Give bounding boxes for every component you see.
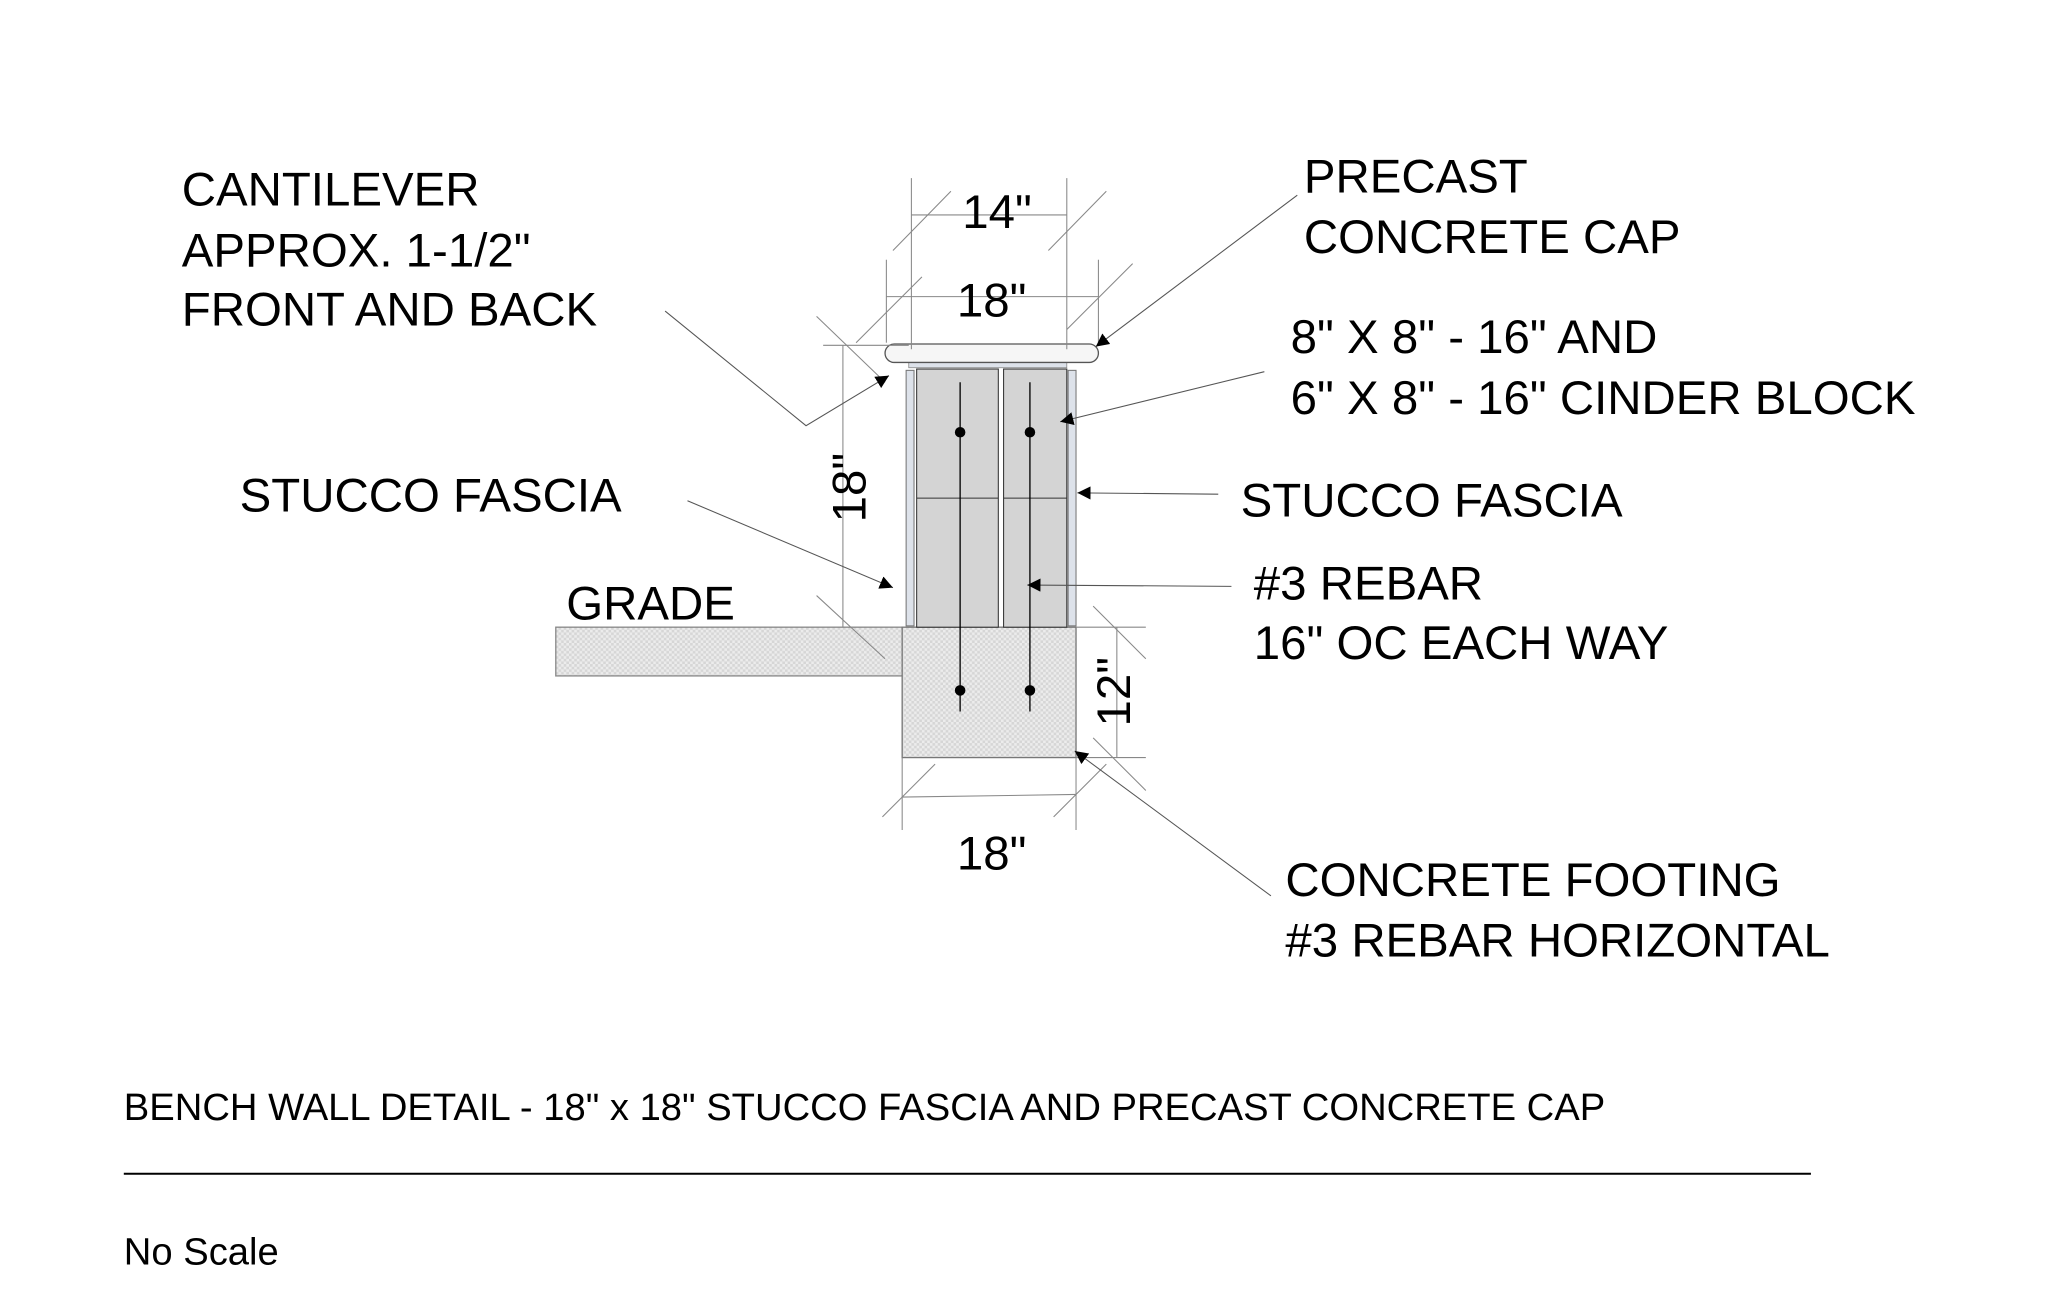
svg-text:CANTILEVER: CANTILEVER xyxy=(182,164,480,217)
rebar-dots xyxy=(954,426,1036,696)
cinder-blocks xyxy=(916,368,1068,628)
scale-note: No Scale xyxy=(124,1231,279,1274)
svg-text:8" X 8" - 16" AND: 8" X 8" - 16" AND xyxy=(1291,311,1658,364)
svg-text:6" X 8" - 16" CINDER BLOCK: 6" X 8" - 16" CINDER BLOCK xyxy=(1291,372,1916,425)
svg-text:16" OC EACH WAY: 16" OC EACH WAY xyxy=(1254,617,1669,670)
leader-lines xyxy=(664,194,1298,897)
label-precast-cap: PRECAST CONCRETE CAP xyxy=(1304,151,1681,265)
dim-wall-height: 18" xyxy=(823,453,876,523)
svg-text:#3 REBAR: #3 REBAR xyxy=(1254,558,1483,611)
stucco-fascia-right xyxy=(1067,369,1077,627)
precast-cap xyxy=(884,343,1100,364)
drawing-title: BENCH WALL DETAIL - 18" x 18" STUCCO FAS… xyxy=(124,1086,1605,1129)
label-footing: CONCRETE FOOTING #3 REBAR HORIZONTAL xyxy=(1285,854,1829,968)
svg-text:#3 REBAR HORIZONTAL: #3 REBAR HORIZONTAL xyxy=(1285,914,1829,967)
grade-slab xyxy=(555,626,903,677)
concrete-footing xyxy=(901,626,1077,759)
svg-text:FRONT AND BACK: FRONT AND BACK xyxy=(182,284,598,337)
label-cantilever: CANTILEVER APPROX. 1-1/2" FRONT AND BACK xyxy=(182,164,598,337)
svg-text:CONCRETE CAP: CONCRETE CAP xyxy=(1304,211,1681,264)
stucco-fascia-left xyxy=(905,369,915,627)
dim-cap-width: 18" xyxy=(957,274,1027,327)
svg-text:CONCRETE FOOTING: CONCRETE FOOTING xyxy=(1285,854,1780,907)
label-cinder-block: 8" X 8" - 16" AND 6" X 8" - 16" CINDER B… xyxy=(1291,311,1916,425)
dim-block-width: 14" xyxy=(962,186,1032,239)
dim-footing-height: 12" xyxy=(1088,657,1141,727)
svg-text:PRECAST: PRECAST xyxy=(1304,151,1528,204)
label-stucco-right: STUCCO FASCIA xyxy=(1241,475,1623,528)
label-stucco-left: STUCCO FASCIA xyxy=(240,469,622,522)
dimension-lines xyxy=(816,178,1147,831)
label-rebar: #3 REBAR 16" OC EACH WAY xyxy=(1254,558,1669,670)
svg-text:APPROX. 1-1/2": APPROX. 1-1/2" xyxy=(182,224,531,277)
label-grade: GRADE xyxy=(566,577,735,630)
dim-footing-width: 18" xyxy=(957,828,1027,881)
